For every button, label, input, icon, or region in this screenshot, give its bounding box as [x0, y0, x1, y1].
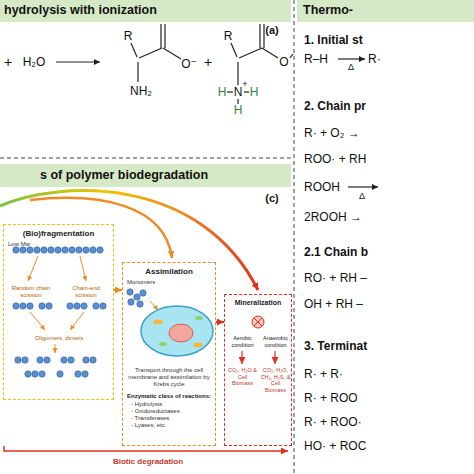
stage-box: (Bio)fragmentationLow Mw Random chain sci…: [3, 224, 114, 400]
atom-label: R: [224, 30, 233, 42]
flow-arc: [30, 198, 172, 258]
reaction-bonds: [56, 24, 378, 187]
box-text: Low Mw: [8, 241, 48, 248]
atom-label: O⁻: [181, 58, 197, 70]
plus-sign: +: [204, 55, 212, 69]
panel-letter: (c): [265, 193, 278, 204]
box-title: Assimilation: [126, 267, 212, 277]
step-heading: 1. Initial st: [304, 34, 363, 46]
atom-label: H: [218, 86, 227, 98]
atom-label: H: [250, 86, 259, 98]
equation: ROOH: [304, 181, 340, 193]
equation: R· + R·: [304, 368, 343, 380]
equation: R· + O₂ →: [304, 127, 360, 139]
step-heading: 2. Chain pr: [304, 100, 366, 112]
box-text: Aerobic condition: [227, 335, 258, 348]
box-text: Transport through the cell membrane and …: [126, 367, 212, 389]
box-title: Thermo-: [303, 3, 468, 18]
panel-header: Thermo-: [297, 0, 474, 22]
box-text: Enzymatic class of reactions:: [127, 393, 213, 400]
equation: ROO· + RH: [304, 153, 366, 165]
step-heading: 2.1 Chain b: [304, 246, 368, 258]
microbe-icon: [252, 316, 264, 328]
box-text: Chain-end scission: [61, 285, 111, 299]
condition-arrows: [242, 351, 275, 364]
polymer-chain: [13, 247, 146, 377]
flow-arc: [0, 191, 258, 290]
stage-label: Biotic degradation: [113, 458, 183, 466]
equation: HO· + ROC: [304, 440, 366, 452]
heat-symbol: Δ: [359, 192, 365, 201]
flow-arrow: [216, 321, 224, 323]
box-text: - Oxidoreductases: [131, 408, 211, 415]
flow-arrow: [114, 289, 122, 291]
charge: +: [242, 80, 247, 89]
panel-divider: [294, 0, 295, 474]
step-heading: 3. Terminat: [304, 340, 367, 352]
atom-label: O: [279, 56, 288, 68]
stage-box: AssimilationMonomersTransport through th…: [122, 262, 216, 446]
equation: R·: [368, 53, 381, 65]
equation: 2ROOH →: [304, 211, 362, 223]
degradation-bracket: [4, 446, 288, 451]
atom-label: R: [124, 30, 133, 42]
heat-symbol: Δ: [348, 63, 354, 72]
box-text: - Lyases, etc.: [131, 422, 211, 429]
equation: RO· + RH –: [304, 272, 367, 284]
box-text: Anaerobic condition: [260, 335, 291, 348]
panel-divider: [0, 158, 294, 159]
equation: OH + RH –: [304, 298, 363, 310]
atom-label: NH₂: [130, 85, 152, 97]
box-title: hydrolysis with ionization: [4, 3, 284, 18]
plus-sign: +: [4, 55, 12, 69]
box-title: Mineralization: [227, 299, 289, 307]
cell-illustration: [141, 306, 213, 356]
box-text: Random chain scission: [6, 285, 56, 299]
panel-letter: (a): [265, 25, 278, 36]
box-text: - Transferases: [131, 415, 211, 422]
equation: R· + ROO·: [304, 416, 362, 428]
panel-header: s of polymer biodegradation: [0, 164, 291, 187]
formula: H₂O: [23, 56, 46, 68]
equation: R–H: [304, 53, 328, 65]
box-text: - Hydrolysis: [131, 401, 211, 408]
equation: R· + ROO: [304, 392, 358, 404]
atom-label: N: [234, 86, 243, 98]
box-text: CO₂, H₂O & Cell Biomass: [227, 367, 258, 387]
box-text: CO₂, H₂O, CH₄, H₂S, & Cell Biomass: [260, 367, 291, 393]
box-text: Oligomers, dimers: [24, 335, 94, 342]
box-title: (Bio)fragmentation: [7, 229, 110, 239]
box-text: Monomers: [127, 279, 167, 286]
atom-label: H: [234, 104, 243, 116]
box-title: s of polymer biodegradation: [40, 168, 280, 183]
panel-header: hydrolysis with ionization: [0, 0, 291, 22]
stage-box: MineralizationAerobic conditionAnaerobic…: [224, 294, 292, 446]
